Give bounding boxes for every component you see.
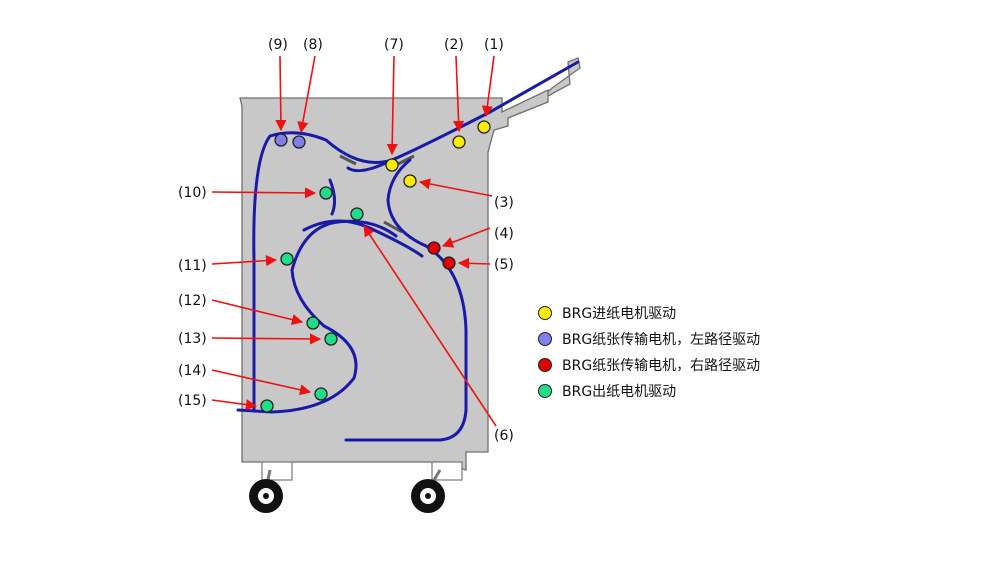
red-dot-icon bbox=[538, 358, 552, 372]
entry-path bbox=[252, 60, 580, 412]
roller-12 bbox=[306, 316, 320, 330]
roller-9 bbox=[274, 133, 288, 147]
callout-15: (15) bbox=[178, 393, 207, 409]
right-caster bbox=[411, 461, 463, 513]
callout-7: (7) bbox=[384, 37, 404, 53]
roller-10 bbox=[319, 186, 333, 200]
legend-label: BRG纸张传输电机，右路径驱动 bbox=[562, 358, 761, 374]
legend-item: BRG进纸电机驱动 bbox=[538, 300, 760, 326]
roller-6 bbox=[350, 207, 364, 221]
roller-5 bbox=[442, 256, 456, 270]
callout-6: (6) bbox=[494, 428, 514, 444]
callout-5: (5) bbox=[494, 257, 514, 273]
purple-dot-icon bbox=[538, 332, 552, 346]
legend-item: BRG纸张传输电机，右路径驱动 bbox=[538, 352, 760, 378]
callout-12: (12) bbox=[178, 293, 207, 309]
callout-10: (10) bbox=[178, 185, 207, 201]
legend-label: BRG进纸电机驱动 bbox=[562, 306, 677, 322]
legend-label: BRG出纸电机驱动 bbox=[562, 384, 677, 400]
callout-3: (3) bbox=[494, 195, 514, 211]
roller-15 bbox=[260, 399, 274, 413]
roller-13 bbox=[324, 332, 338, 346]
roller-2 bbox=[452, 135, 466, 149]
roller-14 bbox=[314, 387, 328, 401]
roller-7 bbox=[385, 158, 399, 172]
callout-arrows bbox=[211, 55, 497, 427]
callout-labels: (1) (2) (3) (4) (5) (6) (7) (8) (9) (10)… bbox=[178, 37, 514, 444]
callout-11: (11) bbox=[178, 258, 207, 274]
legend: BRG进纸电机驱动 BRG纸张传输电机，左路径驱动 BRG纸张传输电机，右路径驱… bbox=[538, 300, 760, 404]
callout-8: (8) bbox=[303, 37, 323, 53]
legend-item: BRG纸张传输电机，左路径驱动 bbox=[538, 326, 760, 352]
roller-8 bbox=[292, 135, 306, 149]
roller-1 bbox=[477, 120, 491, 134]
callout-2: (2) bbox=[444, 37, 464, 53]
flapper-gates bbox=[339, 154, 415, 234]
yellow-dot-icon bbox=[538, 306, 552, 320]
callout-14: (14) bbox=[178, 363, 207, 379]
callout-9: (9) bbox=[268, 37, 288, 53]
roller-4 bbox=[427, 241, 441, 255]
left-caster bbox=[249, 461, 293, 513]
callout-1: (1) bbox=[484, 37, 504, 53]
green-dot-icon bbox=[538, 384, 552, 398]
roller-3 bbox=[403, 174, 417, 188]
callout-4: (4) bbox=[494, 226, 514, 242]
roller-11 bbox=[280, 252, 294, 266]
legend-item: BRG出纸电机驱动 bbox=[538, 378, 760, 404]
legend-label: BRG纸张传输电机，左路径驱动 bbox=[562, 332, 761, 348]
rollers bbox=[260, 120, 491, 413]
callout-13: (13) bbox=[178, 331, 207, 347]
